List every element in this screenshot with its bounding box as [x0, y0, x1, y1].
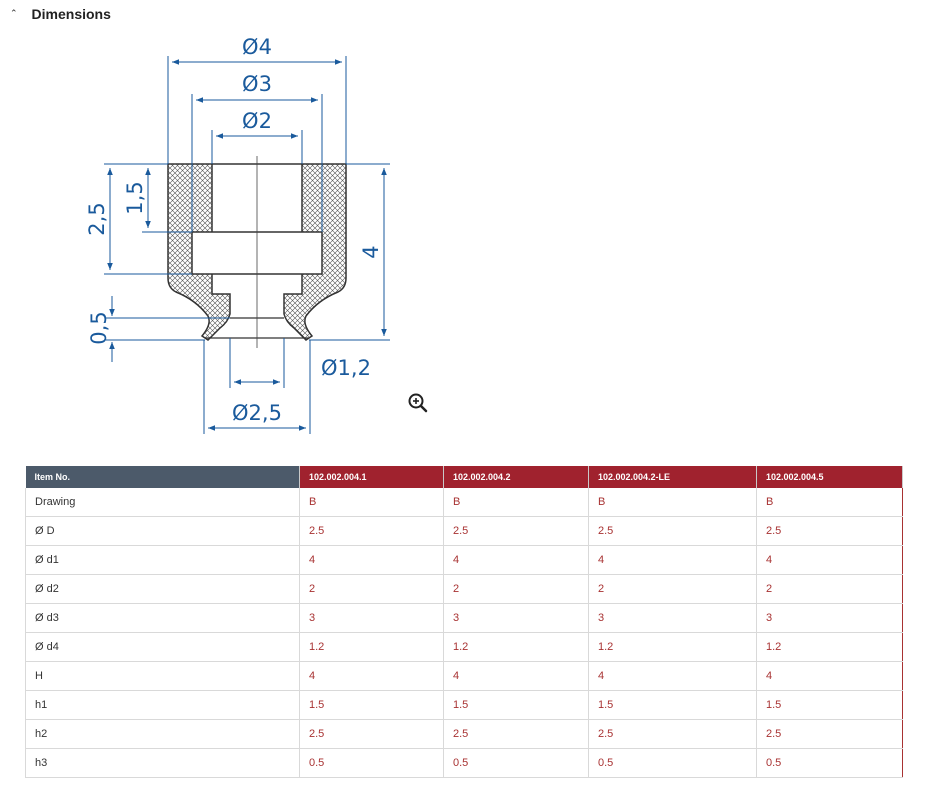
row-value: 1.5: [588, 690, 757, 720]
row-label: Ø d2: [25, 574, 300, 604]
row-value: 4: [588, 661, 757, 691]
row-value: 1.2: [299, 632, 444, 662]
row-value: 2.5: [299, 516, 444, 546]
row-value: 4: [443, 661, 589, 691]
row-value: 4: [299, 545, 444, 575]
row-value: 4: [756, 661, 903, 691]
row-value: B: [299, 488, 444, 517]
row-value: 0.5: [588, 748, 757, 778]
row-value: 0.5: [443, 748, 589, 778]
section-title: Dimensions: [31, 6, 111, 22]
row-label: Drawing: [25, 488, 300, 517]
dim-label-D: Ø2,5: [232, 401, 282, 425]
row-label: Ø d3: [25, 603, 300, 633]
row-value: 2.5: [443, 516, 589, 546]
dim-label-d1-2: Ø1,2: [321, 356, 371, 380]
section-header[interactable]: ⌃ Dimensions: [10, 4, 111, 24]
row-value: 2.5: [299, 719, 444, 749]
row-value: 2: [756, 574, 903, 604]
row-value: 2: [588, 574, 757, 604]
row-value: 1.5: [443, 690, 589, 720]
dim-label-h1: 1,5: [123, 181, 147, 214]
dim-label-h3: 0,5: [87, 311, 111, 344]
row-value: B: [588, 488, 757, 517]
dim-label-d2: Ø2: [242, 109, 272, 133]
dimension-lines: [104, 56, 390, 434]
header-item: 102.002.004.2: [443, 466, 589, 488]
row-value: 2.5: [588, 719, 757, 749]
row-label: Ø d1: [25, 545, 300, 575]
header-item-no: Item No.: [25, 466, 300, 488]
dim-label-d3: Ø3: [242, 72, 272, 96]
row-value: 0.5: [756, 748, 903, 778]
row-label: Ø D: [25, 516, 300, 546]
row-label: H: [25, 661, 300, 691]
row-value: 1.5: [756, 690, 903, 720]
row-value: 4: [299, 661, 444, 691]
specs-table: Item No. 102.002.004.1 102.002.004.2 102…: [25, 466, 903, 778]
row-value: 1.2: [588, 632, 757, 662]
header-item: 102.002.004.2-LE: [588, 466, 757, 488]
zoom-in-icon[interactable]: [407, 392, 429, 414]
row-value: 4: [443, 545, 589, 575]
dim-label-h2: 2,5: [85, 202, 109, 235]
cup-section: [167, 156, 347, 348]
row-label: h2: [25, 719, 300, 749]
row-value: 2: [443, 574, 589, 604]
row-value: 1.2: [756, 632, 903, 662]
row-value: 2.5: [756, 516, 903, 546]
header-item: 102.002.004.1: [299, 466, 444, 488]
dim-label-H: 4: [359, 245, 383, 258]
dim-label-d4: Ø4: [242, 35, 272, 59]
row-value: 4: [588, 545, 757, 575]
row-value: 3: [299, 603, 444, 633]
row-value: 0.5: [299, 748, 444, 778]
row-value: 3: [443, 603, 589, 633]
row-value: 1.2: [443, 632, 589, 662]
row-label: h1: [25, 690, 300, 720]
row-label: h3: [25, 748, 300, 778]
row-value: 3: [588, 603, 757, 633]
row-value: 2.5: [588, 516, 757, 546]
header-item: 102.002.004.5: [756, 466, 903, 488]
row-value: 2.5: [756, 719, 903, 749]
table-header-row: Item No. 102.002.004.1 102.002.004.2 102…: [25, 466, 903, 488]
row-value: B: [443, 488, 589, 517]
row-value: 3: [756, 603, 903, 633]
row-value: 2.5: [443, 719, 589, 749]
row-value: 2: [299, 574, 444, 604]
row-value: B: [756, 488, 903, 517]
dimension-drawing: Ø4 Ø3 Ø2 Ø1,2 Ø2,5 2,5 1,5 0,5 4: [80, 28, 390, 438]
row-label: Ø d4: [25, 632, 300, 662]
row-value: 4: [756, 545, 903, 575]
row-value: 1.5: [299, 690, 444, 720]
chevron-up-icon[interactable]: ⌃: [10, 9, 18, 19]
